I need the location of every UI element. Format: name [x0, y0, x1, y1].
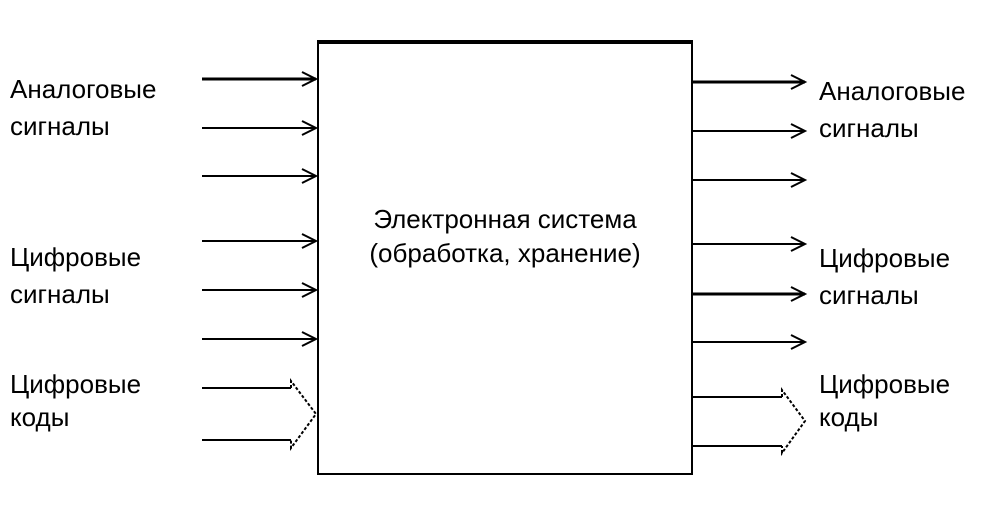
input-label-analog-line1: Аналоговые	[10, 74, 157, 104]
input-bus-arrow-codes	[202, 378, 318, 452]
input-arrow-analog-2	[202, 120, 319, 136]
input-label-analog-line2: сигналы	[10, 111, 110, 141]
input-arrow-digital-2	[202, 282, 319, 298]
system-block-title: Электронная система	[373, 204, 637, 234]
input-arrow-digital-3	[202, 331, 319, 347]
input-arrow-unlabeled	[202, 168, 319, 184]
output-label-analog-line1: Аналоговые	[819, 76, 966, 106]
input-label-digital-line2: сигналы	[10, 279, 110, 309]
output-bus-arrow-codes	[693, 386, 807, 457]
input-label-codes-line2: коды	[10, 402, 70, 432]
input-arrow-digital-1	[202, 233, 319, 249]
input-arrow-analog-1	[202, 71, 319, 87]
input-label-codes-line1: Цифровые	[10, 369, 142, 399]
system-block-subtitle: (обработка, хранение)	[369, 238, 641, 268]
output-arrow-digital-3	[693, 334, 808, 350]
system-block	[317, 40, 693, 475]
output-label-digital-line2: сигналы	[819, 280, 919, 310]
output-label-codes-line2: коды	[819, 402, 879, 432]
output-arrow-digital-2	[693, 286, 808, 302]
input-label-digital-line1: Цифровые	[10, 242, 142, 272]
output-arrow-analog-1	[693, 74, 808, 90]
output-arrow-unlabeled	[693, 172, 808, 188]
output-label-analog-line2: сигналы	[819, 113, 919, 143]
output-label-codes-line1: Цифровые	[819, 369, 951, 399]
output-label-digital-line1: Цифровые	[819, 243, 951, 273]
output-arrow-analog-2	[693, 123, 808, 139]
output-arrow-digital-1	[693, 236, 808, 252]
input-arrows	[202, 71, 319, 347]
output-arrows	[693, 74, 808, 350]
